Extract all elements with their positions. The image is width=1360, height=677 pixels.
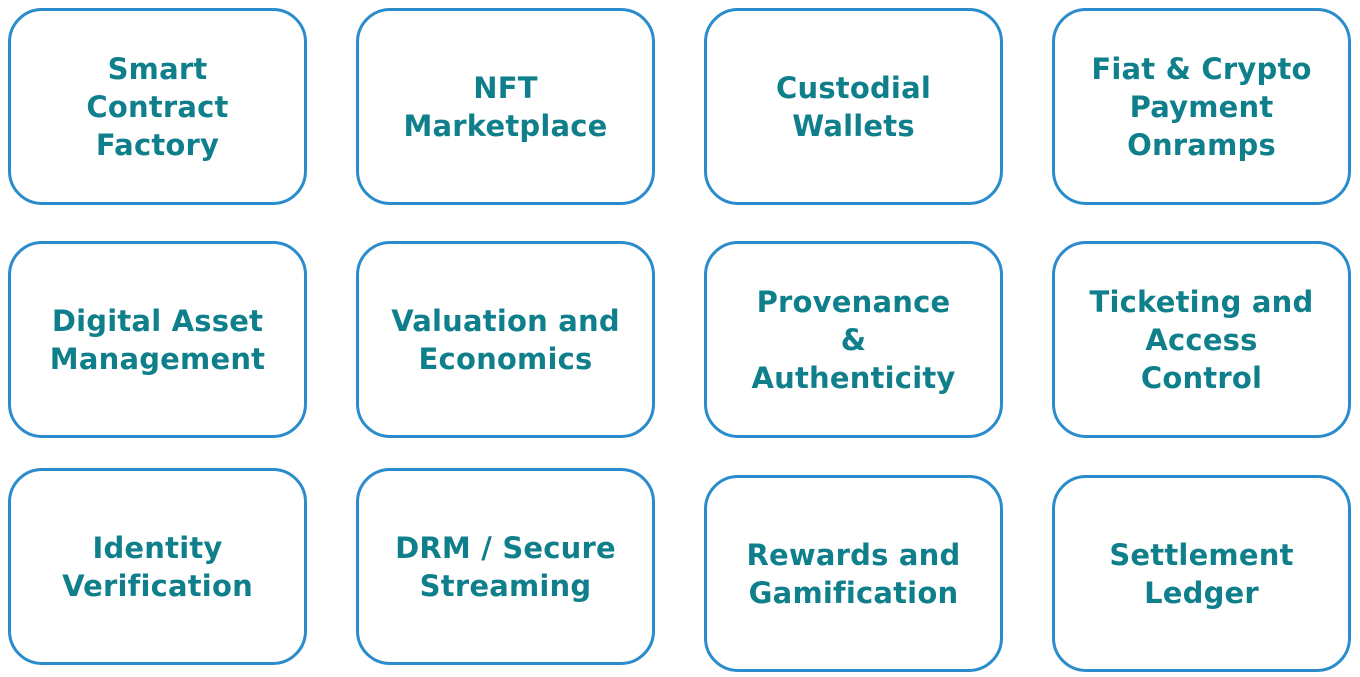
tile-label: NFT Marketplace <box>403 70 608 143</box>
tile-label: Rewards and Gamification <box>746 537 961 610</box>
tile-label: Custodial Wallets <box>776 70 931 143</box>
tile-label: Fiat & Crypto Payment Onramps <box>1091 51 1312 162</box>
tile-custodial-wallets: Custodial Wallets <box>704 8 1003 205</box>
tile-label: DRM / Secure Streaming <box>395 530 616 603</box>
tile-fiat-crypto-payment-onramps: Fiat & Crypto Payment Onramps <box>1052 8 1351 205</box>
tile-digital-asset-management: Digital Asset Management <box>8 241 307 438</box>
tile-label: Valuation and Economics <box>391 303 620 376</box>
tile-provenance-authenticity: Provenance & Authenticity <box>704 241 1003 438</box>
tile-nft-marketplace: NFT Marketplace <box>356 8 655 205</box>
tile-drm-secure-streaming: DRM / Secure Streaming <box>356 468 655 665</box>
tile-identity-verification: Identity Verification <box>8 468 307 665</box>
tile-smart-contract-factory: Smart Contract Factory <box>8 8 307 205</box>
tile-label: Smart Contract Factory <box>86 51 229 162</box>
tile-settlement-ledger: Settlement Ledger <box>1052 475 1351 672</box>
tile-ticketing-access-control: Ticketing and Access Control <box>1052 241 1351 438</box>
tile-label: Identity Verification <box>62 530 253 603</box>
tile-label: Settlement Ledger <box>1109 537 1294 610</box>
tile-label: Ticketing and Access Control <box>1089 284 1314 395</box>
tile-label: Provenance & Authenticity <box>751 284 956 395</box>
tile-label: Digital Asset Management <box>49 303 266 376</box>
tile-valuation-and-economics: Valuation and Economics <box>356 241 655 438</box>
tile-rewards-and-gamification: Rewards and Gamification <box>704 475 1003 672</box>
